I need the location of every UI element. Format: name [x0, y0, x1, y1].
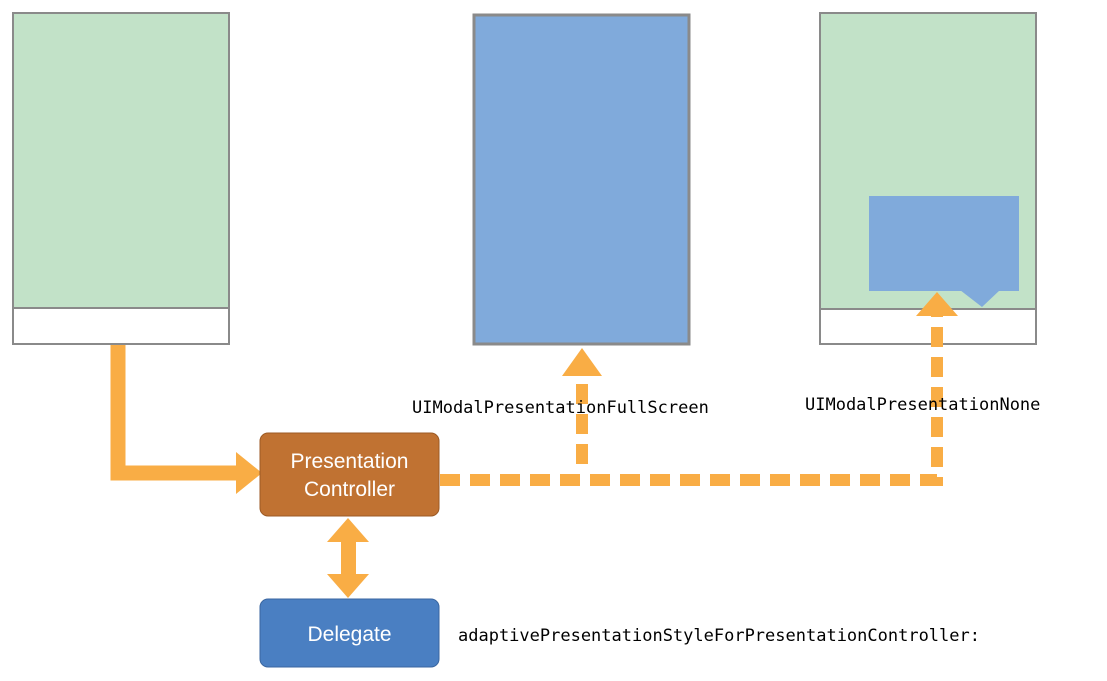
full-screen-style-label: UIModalPresentationFullScreen — [412, 398, 709, 418]
presentation-controller-label-line2: Controller — [304, 478, 395, 501]
presentation-controller-box: Presentation Controller — [259, 432, 440, 517]
popover-device — [819, 12, 1037, 345]
none-style-label: UIModalPresentationNone — [805, 395, 1040, 415]
presenting-screen-bar — [13, 308, 229, 344]
popover-device-frame — [819, 12, 1037, 345]
presenting-to-controller-arrow — [110, 345, 262, 494]
controller-delegate-arrow — [327, 518, 369, 598]
presenting-device-frame — [12, 12, 230, 345]
delegate-method-label: adaptivePresentationStyleForPresentation… — [458, 626, 980, 646]
popover-bubble — [869, 196, 1019, 291]
presenting-device — [12, 12, 230, 345]
full-screen-device — [472, 13, 691, 346]
popover-pointer — [960, 290, 1000, 307]
dashed-main-line — [440, 316, 943, 486]
dashed-arrowhead-fullscreen — [562, 348, 602, 376]
full-screen-content — [472, 13, 691, 346]
delegate-box: Delegate — [259, 598, 440, 668]
presentation-controller-label-line1: Presentation — [291, 450, 409, 473]
adaptive-style-connectors — [440, 292, 958, 486]
delegate-label: Delegate — [307, 623, 391, 646]
dashed-arrowhead-none — [916, 292, 958, 316]
presenting-screen-content — [13, 13, 229, 308]
